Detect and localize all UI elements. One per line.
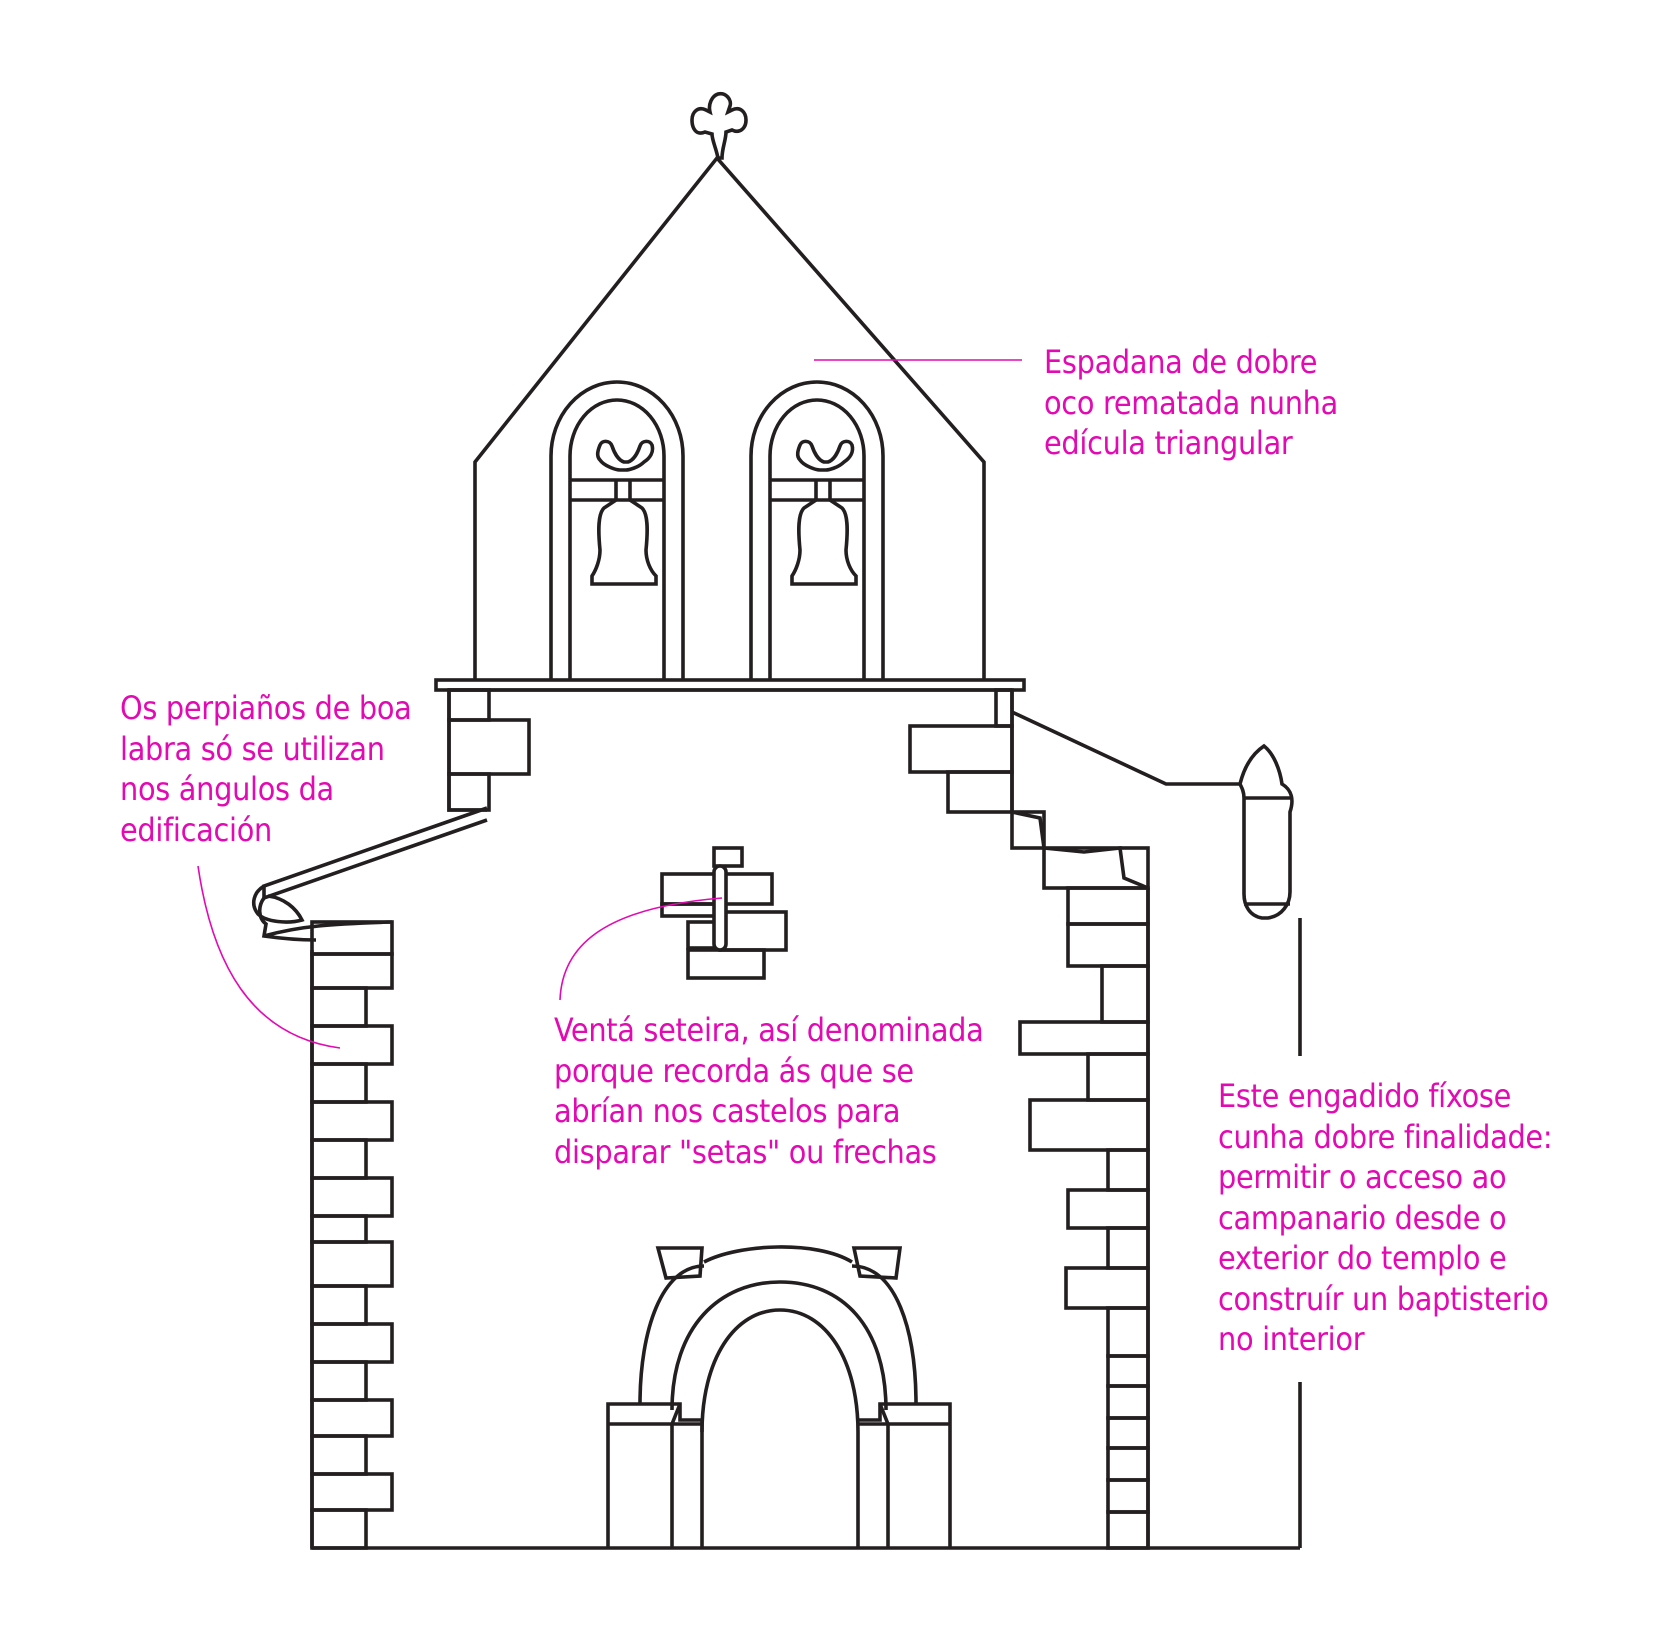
- arrow-slit-window: [660, 846, 788, 980]
- main-portal: [606, 1245, 952, 1548]
- cross-icon: [690, 91, 748, 160]
- annotation-espadana: Espadana de dobre oco rematada nunha edí…: [1044, 343, 1338, 462]
- annotation-perpianos: Os perpiaños de boa labra só se utilizan…: [120, 689, 412, 849]
- leader-venta: [559, 897, 723, 1001]
- belfry-gable: [434, 155, 1026, 692]
- annotation-engadido: Este engadido fíxose cunha dobre finalid…: [1218, 1077, 1553, 1358]
- bell-icon: [590, 439, 658, 586]
- bell-opening-left: [549, 380, 685, 680]
- side-annex: [1011, 710, 1302, 1550]
- quoins-upper-left: [447, 688, 531, 812]
- bell-icon: [790, 439, 858, 586]
- annotation-venta: Ventá seteira, así denominada porque rec…: [554, 1011, 984, 1171]
- quoins-upper-right: [908, 688, 1014, 814]
- quoins-right: [1010, 810, 1150, 1550]
- quoins-left: [310, 920, 394, 1550]
- bell-opening-right: [749, 380, 885, 680]
- leader-lines: [197, 359, 1022, 1049]
- leader-perpianos: [197, 865, 341, 1049]
